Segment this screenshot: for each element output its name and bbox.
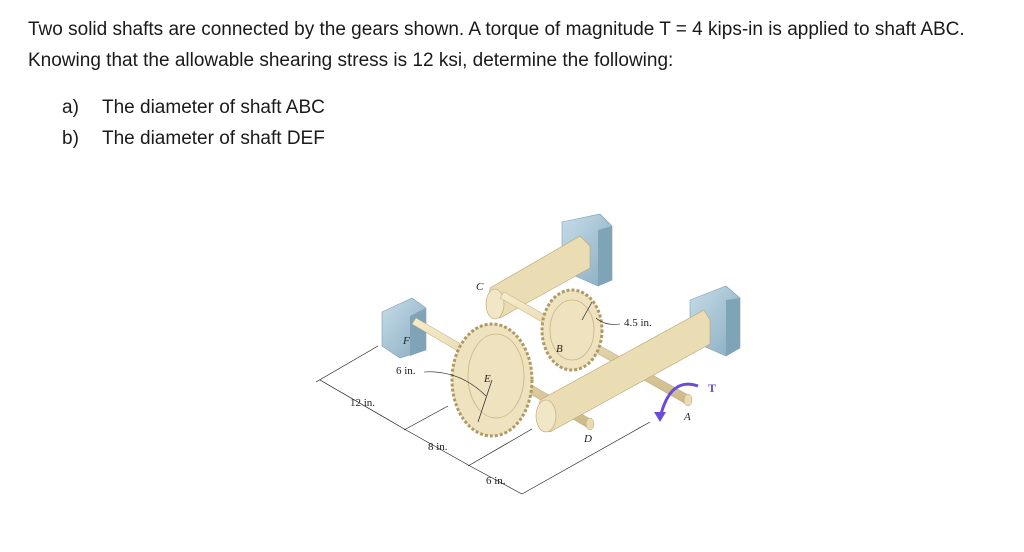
label-torque: T — [708, 381, 716, 395]
parts-list: a) The diameter of shaft ABC b) The diam… — [62, 92, 325, 154]
part-marker: a) — [62, 97, 79, 118]
part-text: The diameter of shaft ABC — [102, 97, 325, 118]
part-marker: b) — [62, 128, 79, 149]
gear-shaft-diagram: C F B E D A T 4.5 in. 6 in. 12 in. 8 in.… — [315, 213, 741, 495]
dimension-lines — [315, 345, 651, 495]
part-b: b) The diameter of shaft DEF — [62, 123, 325, 154]
label-f: F — [402, 335, 410, 347]
label-a: A — [683, 411, 691, 423]
torque-arrowhead-icon — [654, 412, 666, 422]
leader-4-5 — [595, 317, 621, 325]
label-d: D — [583, 433, 592, 445]
part-a: a) The diameter of shaft ABC — [62, 92, 325, 123]
bracket-arm-a — [535, 309, 711, 433]
dim-gear-b-radius: 4.5 in. — [624, 317, 652, 329]
radius-line-b — [581, 301, 593, 321]
torque-arrow-icon — [658, 382, 699, 419]
dim-length-8: 8 in. — [428, 441, 448, 453]
label-e: E — [483, 373, 491, 385]
dim-length-12: 12 in. — [350, 397, 375, 409]
support-block-f — [381, 297, 427, 359]
radius-line-e — [477, 379, 493, 423]
part-text: The diameter of shaft DEF — [102, 128, 325, 149]
leader-6 — [423, 371, 487, 397]
label-b: B — [556, 343, 563, 355]
dim-length-6: 6 in. — [486, 475, 506, 487]
label-c: C — [476, 281, 484, 293]
gear-b — [540, 288, 604, 372]
problem-statement: Two solid shafts are connected by the ge… — [28, 19, 965, 71]
dim-gear-e-radius: 6 in. — [396, 365, 416, 377]
